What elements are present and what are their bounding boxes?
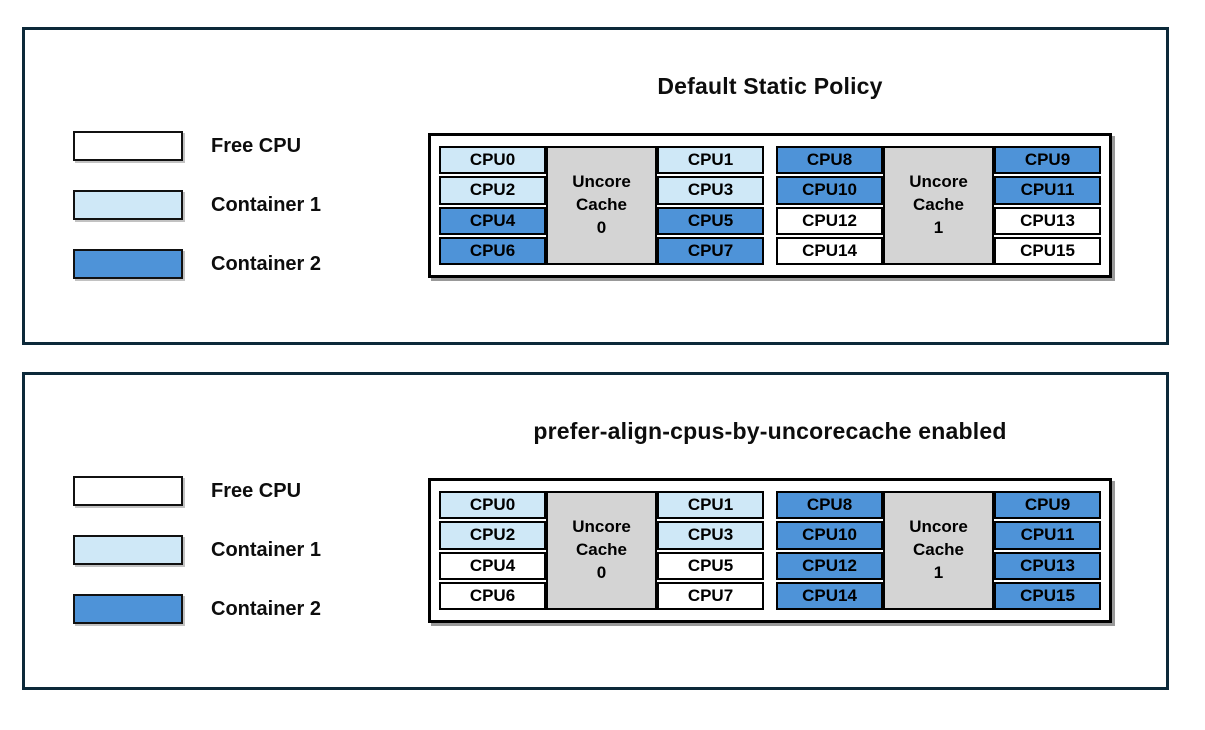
- cpu-cell: CPU2: [439, 176, 546, 205]
- legend-item-container-1: Container 1: [73, 535, 321, 565]
- cpu-cell: CPU2: [439, 521, 546, 550]
- legend-swatch-container-2: [73, 249, 183, 279]
- uncore-label-line: 0: [596, 562, 607, 582]
- legend-swatch-container-1: [73, 535, 183, 565]
- cpu-cell: CPU1: [657, 146, 764, 175]
- uncore-label-line: Uncore: [572, 517, 631, 537]
- cpu-cell: CPU3: [657, 176, 764, 205]
- legend-swatch-container-1: [73, 190, 183, 220]
- uncore-label-line: Cache: [575, 540, 628, 560]
- legend-label: Free CPU: [211, 479, 302, 502]
- cpu-diagram: CPU0 CPU2 CPU4 CPU6 Uncore Cache 0 CPU1 …: [428, 478, 1112, 623]
- uncore-group-0: CPU0 CPU2 CPU4 CPU6 Uncore Cache 0 CPU1 …: [439, 146, 764, 265]
- cpu-column-right: CPU1 CPU3 CPU5 CPU7: [657, 491, 764, 610]
- legend: Free CPU Container 1 Container 2: [73, 476, 321, 624]
- legend-label: Container 2: [211, 597, 322, 620]
- cpu-cell: CPU11: [994, 176, 1101, 205]
- cpu-cell: CPU12: [776, 551, 883, 580]
- cpu-cell: CPU9: [994, 491, 1101, 520]
- cpu-cell: CPU7: [657, 236, 764, 265]
- legend-item-free-cpu: Free CPU: [73, 131, 321, 161]
- uncore-label-line: 1: [933, 217, 944, 237]
- legend-label: Container 2: [211, 252, 322, 275]
- uncore-label-line: Uncore: [909, 517, 968, 537]
- legend-swatch-free-cpu: [73, 476, 183, 506]
- cpu-cell: CPU13: [994, 206, 1101, 235]
- uncore-label-line: 1: [933, 562, 944, 582]
- uncore-group-0: CPU0 CPU2 CPU4 CPU6 Uncore Cache 0 CPU1 …: [439, 491, 764, 610]
- legend-label: Free CPU: [211, 134, 302, 157]
- legend-label: Container 1: [211, 538, 322, 561]
- uncore-label-line: Uncore: [909, 172, 968, 192]
- cpu-cell: CPU4: [439, 206, 546, 235]
- cpu-column-left: CPU0 CPU2 CPU4 CPU6: [439, 491, 546, 610]
- legend-swatch-free-cpu: [73, 131, 183, 161]
- cpu-cell: CPU14: [776, 581, 883, 610]
- cpu-cell: CPU5: [657, 206, 764, 235]
- cpu-cell: CPU8: [776, 491, 883, 520]
- uncore-cache-0-box: Uncore Cache 0: [546, 146, 657, 265]
- uncore-label-line: Cache: [912, 195, 965, 215]
- cpu-cell: CPU4: [439, 551, 546, 580]
- cpu-cell: CPU12: [776, 206, 883, 235]
- cpu-cell: CPU10: [776, 176, 883, 205]
- legend-label: Container 1: [211, 193, 322, 216]
- cpu-cell: CPU10: [776, 521, 883, 550]
- cpu-cell: CPU14: [776, 236, 883, 265]
- cpu-cell: CPU3: [657, 521, 764, 550]
- cpu-cell: CPU13: [994, 551, 1101, 580]
- cpu-cell: CPU1: [657, 491, 764, 520]
- cpu-cell: CPU7: [657, 581, 764, 610]
- panel-title: prefer-align-cpus-by-uncorecache enabled: [533, 418, 1007, 444]
- uncore-group-1: CPU8 CPU10 CPU12 CPU14 Uncore Cache 1 CP…: [776, 146, 1101, 265]
- cpu-cell: CPU11: [994, 521, 1101, 550]
- panel-title: Default Static Policy: [657, 73, 883, 99]
- cpu-cell: CPU15: [994, 581, 1101, 610]
- legend-swatch-container-2: [73, 594, 183, 624]
- cpu-cell: CPU6: [439, 236, 546, 265]
- cpu-cell: CPU15: [994, 236, 1101, 265]
- cpu-cell: CPU6: [439, 581, 546, 610]
- cpu-diagram: CPU0 CPU2 CPU4 CPU6 Uncore Cache 0 CPU1 …: [428, 133, 1112, 278]
- cpu-column-left: CPU0 CPU2 CPU4 CPU6: [439, 146, 546, 265]
- legend-item-free-cpu: Free CPU: [73, 476, 321, 506]
- cpu-column-right: CPU1 CPU3 CPU5 CPU7: [657, 146, 764, 265]
- cpu-column-left: CPU8 CPU10 CPU12 CPU14: [776, 146, 883, 265]
- cpu-column-right: CPU9 CPU11 CPU13 CPU15: [994, 491, 1101, 610]
- cpu-cell: CPU8: [776, 146, 883, 175]
- panel-default-static-policy: Default Static Policy Free CPU Container…: [22, 27, 1169, 345]
- cpu-column-left: CPU8 CPU10 CPU12 CPU14: [776, 491, 883, 610]
- cpu-cell: CPU0: [439, 146, 546, 175]
- cpu-cell: CPU5: [657, 551, 764, 580]
- legend-item-container-2: Container 2: [73, 249, 321, 279]
- uncore-group-1: CPU8 CPU10 CPU12 CPU14 Uncore Cache 1 CP…: [776, 491, 1101, 610]
- uncore-cache-0-box: Uncore Cache 0: [546, 491, 657, 610]
- legend: Free CPU Container 1 Container 2: [73, 131, 321, 279]
- uncore-label-line: Cache: [575, 195, 628, 215]
- uncore-label-line: Cache: [912, 540, 965, 560]
- uncore-cache-1-box: Uncore Cache 1: [883, 146, 994, 265]
- legend-item-container-2: Container 2: [73, 594, 321, 624]
- uncore-label-line: Uncore: [572, 172, 631, 192]
- cpu-column-right: CPU9 CPU11 CPU13 CPU15: [994, 146, 1101, 265]
- cpu-cell: CPU9: [994, 146, 1101, 175]
- uncore-label-line: 0: [596, 217, 607, 237]
- legend-item-container-1: Container 1: [73, 190, 321, 220]
- uncore-cache-1-box: Uncore Cache 1: [883, 491, 994, 610]
- panel-prefer-align-uncorecache: prefer-align-cpus-by-uncorecache enabled…: [22, 372, 1169, 690]
- cpu-cell: CPU0: [439, 491, 546, 520]
